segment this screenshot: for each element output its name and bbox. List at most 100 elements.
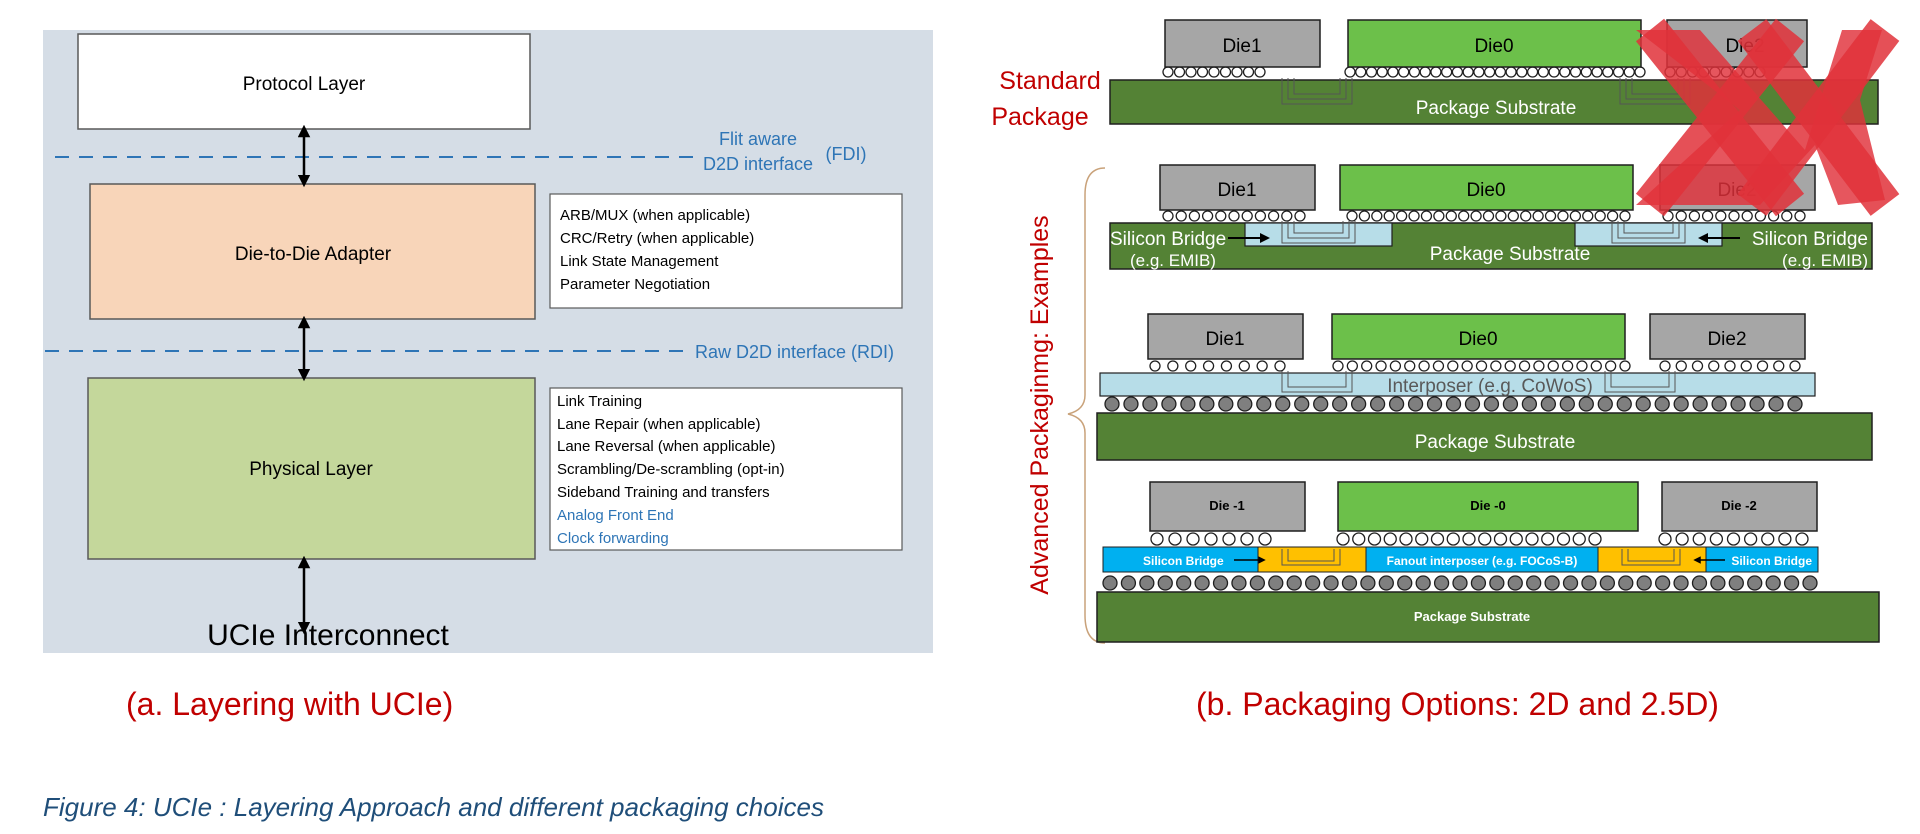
solder-bump [1231, 575, 1247, 591]
solder-bump [1591, 66, 1603, 78]
solder-bump [1185, 360, 1197, 372]
solder-bump [1376, 66, 1388, 78]
solder-bump [1509, 532, 1523, 546]
solder-bump [1692, 532, 1706, 546]
solder-bump [1383, 210, 1395, 222]
solder-bump [1433, 210, 1445, 222]
solder-bump [1375, 360, 1387, 372]
solder-bump [1605, 360, 1617, 372]
solder-bump [1675, 210, 1687, 222]
solder-bump [1336, 532, 1350, 546]
physical-layer-box [87, 377, 536, 560]
solder-bump [1461, 360, 1473, 372]
solder-bumps [1150, 532, 1809, 546]
solder-bump [1526, 66, 1539, 78]
solder-bump [1123, 396, 1139, 412]
solder-bump [1142, 396, 1158, 412]
solder-bump [1445, 210, 1457, 222]
solder-bump [1619, 360, 1631, 372]
solder-bump [1408, 66, 1421, 78]
solder-bump [1516, 66, 1528, 78]
solder-bump [1383, 532, 1397, 546]
solder-bump [1452, 575, 1468, 591]
rdi-label: Raw D2D interface (RDI) [695, 342, 894, 362]
standard-package-label-line1: Standard [999, 67, 1100, 95]
advanced-packaging-label: Advanced Packaginmg: Examples [1026, 215, 1054, 594]
solder-bump [1765, 575, 1781, 591]
solder-bump [1619, 210, 1631, 222]
ucie-interconnect-label: UCIe Interconnect [207, 619, 449, 652]
fanout-silicon-bridge-left: Silicon Bridge [1143, 554, 1224, 568]
die0-label: Die0 [1474, 36, 1513, 57]
solder-bump [1430, 532, 1445, 546]
solder-bump [1701, 210, 1714, 222]
solder-bump [1208, 66, 1220, 78]
solder-bump [1194, 575, 1210, 591]
solder-bump [1365, 66, 1378, 78]
solder-bump [1590, 360, 1602, 372]
fanout-bridge-right [1597, 546, 1707, 573]
solder-bump [1692, 396, 1708, 412]
fanout-interposer-label: Fanout interposer (e.g. FOCoS-B) [1387, 554, 1578, 568]
solder-bump [1218, 396, 1234, 412]
interposer [1099, 372, 1816, 397]
solder-bump [1470, 210, 1482, 222]
solder-bump [1673, 396, 1689, 412]
solder-bump [1395, 210, 1408, 222]
solder-bump [1188, 210, 1201, 222]
emib-right-label: (e.g. EMIB) [1782, 251, 1868, 270]
solder-bump [1323, 575, 1339, 591]
solder-bump [1708, 360, 1720, 372]
solder-bump [1783, 575, 1800, 591]
fdi-abbr: (FDI) [826, 144, 867, 164]
solder-bump [1711, 396, 1727, 412]
solder-bump [1346, 210, 1358, 222]
die1 [1164, 19, 1321, 68]
solder-bump [1185, 66, 1197, 78]
solder-bump [1521, 396, 1538, 412]
solder-bump [1612, 66, 1625, 78]
solder-bump [1186, 532, 1200, 546]
die-m1-label: Die -1 [1209, 498, 1244, 513]
fdi-label-line1: Flit aware [719, 129, 797, 149]
solder-bump [1495, 210, 1507, 222]
solder-bump [1237, 396, 1253, 412]
solder-bump [1274, 360, 1286, 372]
solder-bump [1778, 532, 1792, 546]
fdi-label-line2: D2D interface [703, 154, 813, 174]
solder-bump [1475, 360, 1488, 372]
die1-emib-label: Die1 [1217, 180, 1256, 201]
solder-bump [1654, 396, 1670, 412]
solder-bump [1104, 396, 1120, 412]
silicon-bridge-right-label: Silicon Bridge [1752, 229, 1868, 250]
solder-bump [1462, 532, 1476, 546]
solder-bump [1215, 210, 1227, 222]
solder-bump [1768, 396, 1784, 412]
solder-bump [1254, 66, 1266, 78]
solder-bump [1673, 575, 1689, 591]
solder-bump [1597, 396, 1613, 412]
solder-bump [1355, 66, 1367, 78]
solder-bump [1559, 66, 1571, 78]
adapter-features-box [549, 193, 903, 309]
solder-bump [1275, 396, 1291, 412]
solder-bump [1756, 360, 1769, 372]
solder-bump [1580, 66, 1592, 78]
solder-bump [1525, 532, 1539, 546]
advanced-brace [1067, 167, 1106, 644]
cowos-row: Package Substrate Interposer (e.g. CoWoS… [1096, 313, 1873, 461]
solder-bump [1478, 532, 1492, 546]
solder-bump [1389, 360, 1402, 372]
solder-bump [1447, 360, 1459, 372]
panel-b-caption: (b. Packaging Options: 2D and 2.5D) [1196, 686, 1719, 722]
solder-bump [1741, 210, 1753, 222]
solder-bump [1635, 396, 1651, 412]
solder-bump [1743, 532, 1758, 546]
solder-bump [1388, 396, 1405, 412]
solder-bump [1231, 66, 1243, 78]
solder-bump [1493, 532, 1508, 546]
solder-bump [1507, 575, 1523, 591]
solder-bumps [1162, 210, 1806, 222]
solder-bump [1344, 66, 1356, 78]
